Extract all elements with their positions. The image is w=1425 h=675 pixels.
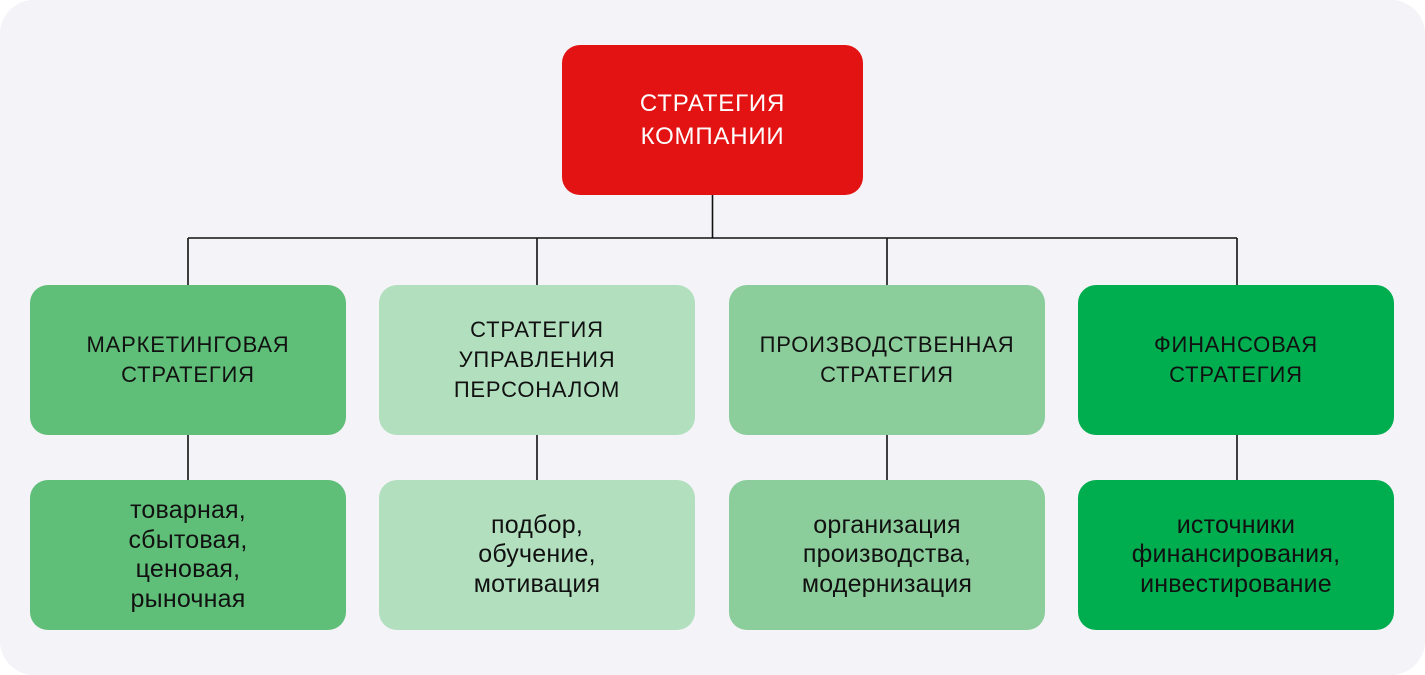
personnel-details-box: подбор, обучение, мотивация [379, 480, 695, 630]
financial-details-text: источники финансирования, инвестирование [1131, 510, 1341, 598]
marketing-strategy-box: МАРКЕТИНГОВАЯ СТРАТЕГИЯ [30, 285, 346, 435]
financial-details-box: источники финансирования, инвестирование [1078, 480, 1394, 630]
personnel-strategy-box: СТРАТЕГИЯ УПРАВЛЕНИЯ ПЕРСОНАЛОМ [379, 285, 695, 435]
production-strategy-title: ПРОИЗВОДСТВЕННАЯ СТРАТЕГИЯ [759, 332, 1015, 387]
company-strategy-title: СТРАТЕГИЯ КОМПАНИИ [639, 90, 786, 150]
financial-strategy-box: ФИНАНСОВАЯ СТРАТЕГИЯ [1078, 285, 1394, 435]
personnel-details-text: подбор, обучение, мотивация [473, 510, 601, 598]
marketing-strategy-title: МАРКЕТИНГОВАЯ СТРАТЕГИЯ [86, 332, 290, 387]
marketing-details-box: товарная, сбытовая, ценовая, рыночная [30, 480, 346, 630]
marketing-details-text: товарная, сбытовая, ценовая, рыночная [128, 496, 248, 613]
production-strategy-box: ПРОИЗВОДСТВЕННАЯ СТРАТЕГИЯ [729, 285, 1045, 435]
personnel-strategy-title: СТРАТЕГИЯ УПРАВЛЕНИЯ ПЕРСОНАЛОМ [453, 317, 621, 402]
production-details-box: организация производства, модернизация [729, 480, 1045, 630]
production-details-text: организация производства, модернизация [801, 510, 973, 598]
financial-strategy-title: ФИНАНСОВАЯ СТРАТЕГИЯ [1153, 332, 1318, 387]
company-strategy-box: СТРАТЕГИЯ КОМПАНИИ [562, 45, 863, 195]
